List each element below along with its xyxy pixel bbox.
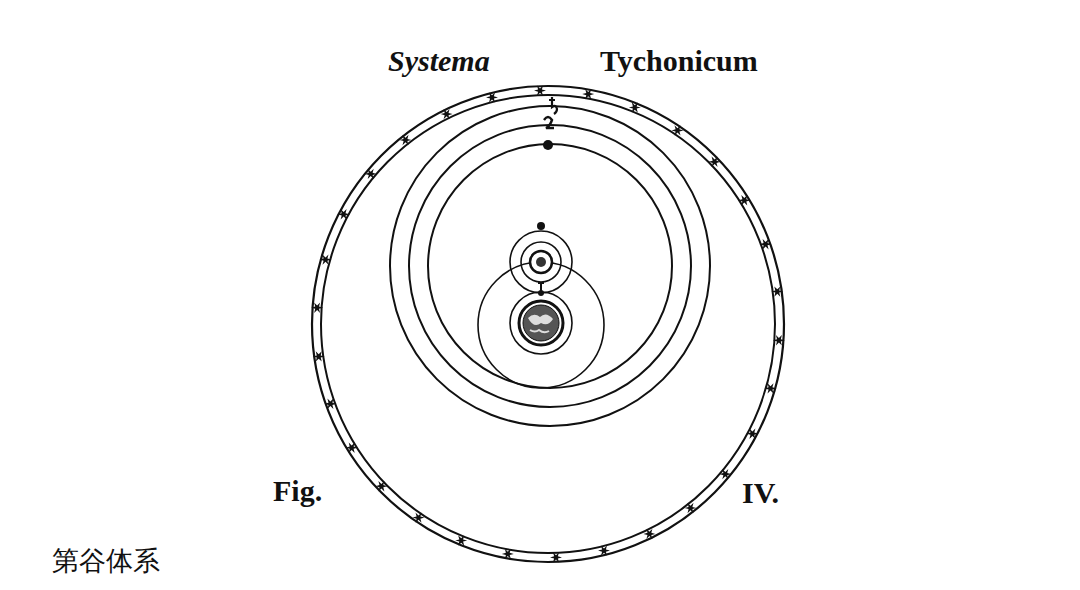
title-word: Systema — [388, 46, 490, 76]
star-mark — [338, 209, 350, 219]
star-mark — [313, 351, 325, 361]
title-word: Tychonicum — [600, 46, 758, 76]
mercury-orbit — [521, 242, 561, 282]
star-mark — [346, 443, 358, 453]
star-mark — [502, 549, 514, 559]
star-mark — [365, 169, 377, 179]
jupiter-orbit — [409, 125, 691, 407]
star-mark — [320, 254, 332, 264]
star-mark — [773, 335, 785, 345]
star-mark — [311, 303, 323, 313]
star-mark — [738, 195, 750, 205]
star-mark — [771, 286, 783, 296]
star-mark — [582, 89, 594, 99]
mars-orbit — [428, 144, 672, 388]
venus-symbol — [537, 222, 545, 230]
star-mark — [413, 512, 425, 522]
star-mark — [534, 85, 546, 95]
star-mark — [324, 399, 336, 409]
star-mark — [629, 102, 641, 112]
star-mark — [375, 481, 387, 491]
mars-symbol — [543, 140, 553, 150]
caption-text: 第谷体系 — [52, 547, 160, 574]
star-mark — [550, 552, 562, 562]
star-sphere-outer — [312, 86, 784, 562]
star-mark — [746, 429, 758, 439]
star-mark — [598, 545, 610, 555]
star-mark — [441, 109, 453, 119]
planet-symbols — [537, 97, 557, 296]
mercury-symbol — [538, 283, 544, 291]
orbits — [312, 86, 784, 562]
jupiter-symbol — [544, 117, 554, 128]
figure-number: IV. — [742, 478, 779, 508]
star-sphere-inner — [321, 95, 775, 553]
star-mark — [672, 125, 684, 135]
earth — [519, 301, 563, 345]
sun-orbit — [478, 262, 604, 388]
star-mark — [455, 535, 467, 545]
sun — [530, 251, 552, 273]
star-mark — [486, 92, 498, 102]
saturn-symbol — [549, 97, 557, 114]
star-mark — [685, 503, 697, 513]
star-mark — [719, 469, 731, 479]
star-mark — [709, 157, 721, 167]
star-mark — [765, 383, 777, 393]
fixed-stars — [311, 85, 785, 562]
moon-orbit — [510, 292, 572, 354]
star-mark — [760, 239, 772, 249]
star-mark — [643, 529, 655, 539]
figure-label: Fig. — [273, 476, 322, 506]
venus-orbit — [510, 231, 572, 293]
star-mark — [400, 135, 412, 145]
saturn-orbit — [390, 106, 710, 426]
